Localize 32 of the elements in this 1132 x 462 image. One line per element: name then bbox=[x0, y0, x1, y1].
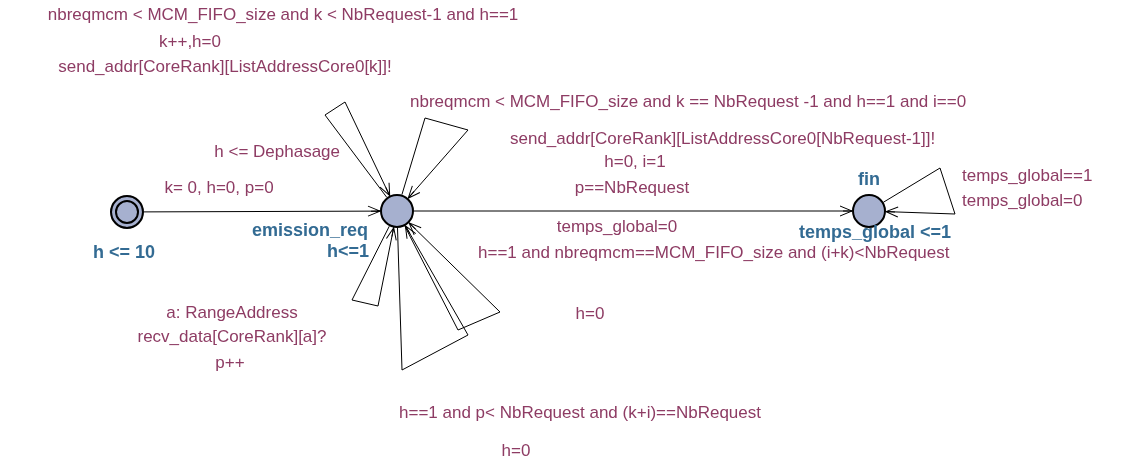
transition-arrow bbox=[883, 167, 956, 218]
location-label: temps_global <=1 bbox=[798, 222, 952, 242]
transition-annotation: k++,h=0 bbox=[159, 32, 221, 52]
transition-arrow bbox=[397, 225, 469, 371]
transition-annotation: p++ bbox=[215, 353, 245, 373]
edge-label: p==NbRequest bbox=[574, 178, 690, 198]
transition-arrow bbox=[404, 222, 501, 331]
transition-annotation: temps_global=0 bbox=[556, 217, 678, 237]
edge-label: h==1 and p< NbRequest and (k+i)==NbRequest bbox=[399, 403, 761, 423]
location-label: fin bbox=[858, 169, 880, 189]
edge-label: h==1 and nbreqmcm==MCM_FIFO_size and (i+k)<NbRequest bbox=[478, 243, 950, 263]
location-label: emission_req bbox=[251, 220, 368, 240]
transition-arrow bbox=[351, 225, 397, 307]
transition-arrow bbox=[413, 205, 853, 217]
transition-annotation: h=0 bbox=[575, 304, 605, 324]
edge-label: temps_global==1 bbox=[962, 166, 1093, 186]
transition-annotation: send_addr[CoreRank][ListAddressCore0[NbRequest-1]]! bbox=[510, 129, 936, 149]
transition-annotation: h <= Dephasage bbox=[214, 142, 340, 162]
transition-arrow bbox=[401, 117, 469, 199]
location-label: h <= 10 bbox=[93, 242, 155, 262]
transition-annotation: temps_global=0 bbox=[962, 191, 1083, 211]
transition-annotation: h=0 bbox=[501, 441, 531, 461]
edge-label: nbreqmcm < MCM_FIFO_size and k < NbRequest-1 and h==1 bbox=[47, 5, 519, 25]
transition-arrow bbox=[324, 101, 391, 198]
edge-label: nbreqmcm < MCM_FIFO_size and k == NbRequest -1 and h==1 and i==0 bbox=[410, 92, 967, 112]
transition-annotation: send_addr[CoreRank][ListAddressCore0[k]]! bbox=[58, 57, 392, 77]
transition-annotation: h=0, i=1 bbox=[604, 152, 666, 172]
transition-annotation: recv_data[CoreRank][a]? bbox=[137, 327, 327, 347]
location-label: h<=1 bbox=[327, 241, 369, 261]
edge-label: k= 0, h=0, p=0 bbox=[164, 178, 274, 198]
edge-label: a: RangeAddress bbox=[166, 303, 298, 323]
transition-arrow bbox=[143, 205, 381, 217]
